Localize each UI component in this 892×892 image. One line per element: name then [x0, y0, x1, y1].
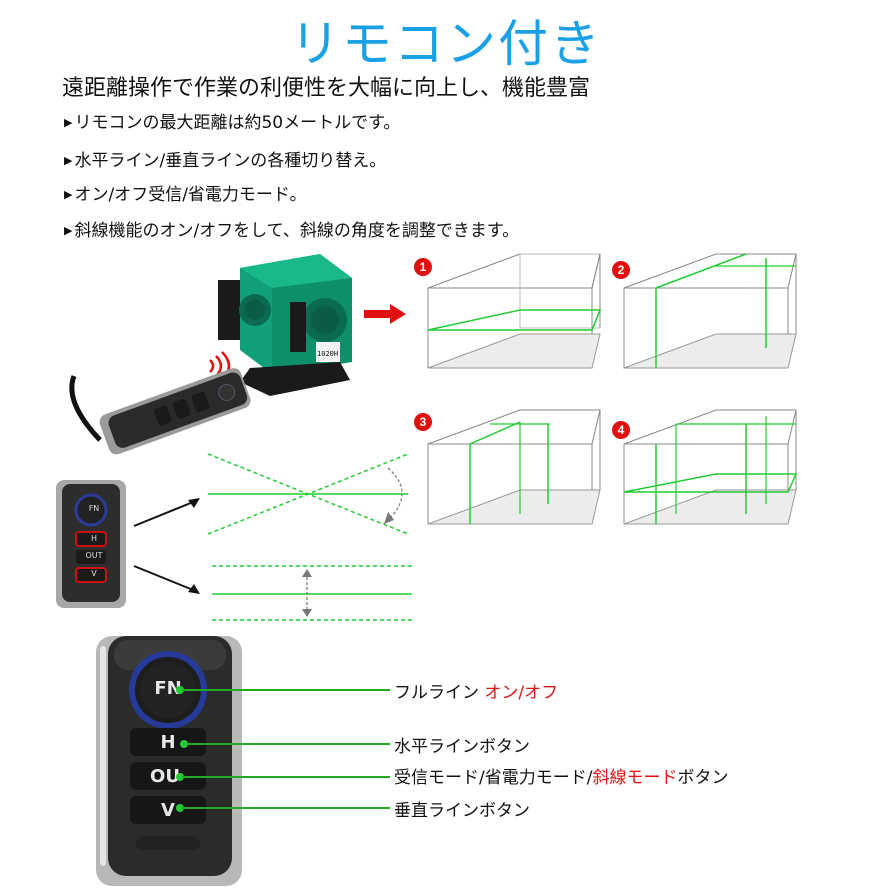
connector-dot: [180, 740, 188, 748]
connector-line-h: [186, 743, 390, 745]
fn-button-description: フルライン オン/オフ: [394, 683, 559, 703]
cube-diagram-4: [623, 409, 798, 525]
connector-dot: [176, 773, 184, 781]
feature-item: ▶オン/オフ受信/省電力モード。: [64, 185, 307, 205]
device-model-label: 1020H: [317, 350, 339, 358]
parallel-line-diagram: [212, 565, 412, 621]
remote-medium: [56, 480, 126, 608]
diagonal-line-diagram: [207, 453, 409, 535]
bullet-icon: ▶: [64, 224, 73, 237]
connector-line-out: [182, 776, 390, 778]
bullet-icon: ▶: [64, 188, 73, 201]
subtitle: 遠距離操作で作業の利便性を大幅に向上し、機能豊富: [62, 76, 591, 101]
h-button: H: [160, 732, 176, 753]
diagram-number-badge: 2: [612, 261, 630, 279]
fn-button: FN: [154, 678, 182, 699]
arrow-up-right-icon: [133, 498, 200, 527]
connector-dot: [176, 804, 184, 812]
fn-button-small: FN: [88, 504, 100, 513]
h-button-small: H: [90, 534, 97, 543]
laser-level-device: [218, 254, 352, 396]
out-button-small: OUT: [85, 551, 103, 560]
connector-line-v: [182, 807, 390, 809]
feature-item: ▶リモコンの最大距離は約50メートルです。: [64, 113, 401, 133]
v-button-small: V: [91, 569, 97, 578]
cube-diagram-3: [427, 409, 601, 525]
red-arrow-icon: [364, 304, 406, 324]
remote-large: [96, 636, 242, 886]
page-title: リモコン付き: [290, 15, 602, 73]
v-button-description: 垂直ラインボタン: [394, 801, 530, 821]
out-button: OU: [150, 766, 180, 787]
remote-small-angled: [69, 368, 251, 455]
cube-diagram-2: [623, 253, 797, 369]
diagram-number-badge: 3: [414, 413, 432, 431]
arrow-down-right-icon: [133, 565, 200, 594]
connector-dot: [176, 686, 184, 694]
diagram-number-badge: 4: [612, 421, 630, 439]
out-button-description: 受信モード/省電力モード/斜線モードボタン: [394, 768, 729, 788]
cube-diagram-1: [427, 253, 602, 369]
diagram-number-badge: 1: [414, 258, 432, 276]
h-button-description: 水平ラインボタン: [394, 737, 530, 757]
bullet-icon: ▶: [64, 116, 73, 129]
v-button: V: [161, 800, 175, 821]
feature-item: ▶斜線機能のオン/オフをして、斜線の角度を調整できます。: [64, 221, 520, 241]
connector-line-fn: [182, 689, 390, 691]
feature-item: ▶水平ライン/垂直ラインの各種切り替え。: [64, 151, 387, 171]
bullet-icon: ▶: [64, 154, 73, 167]
